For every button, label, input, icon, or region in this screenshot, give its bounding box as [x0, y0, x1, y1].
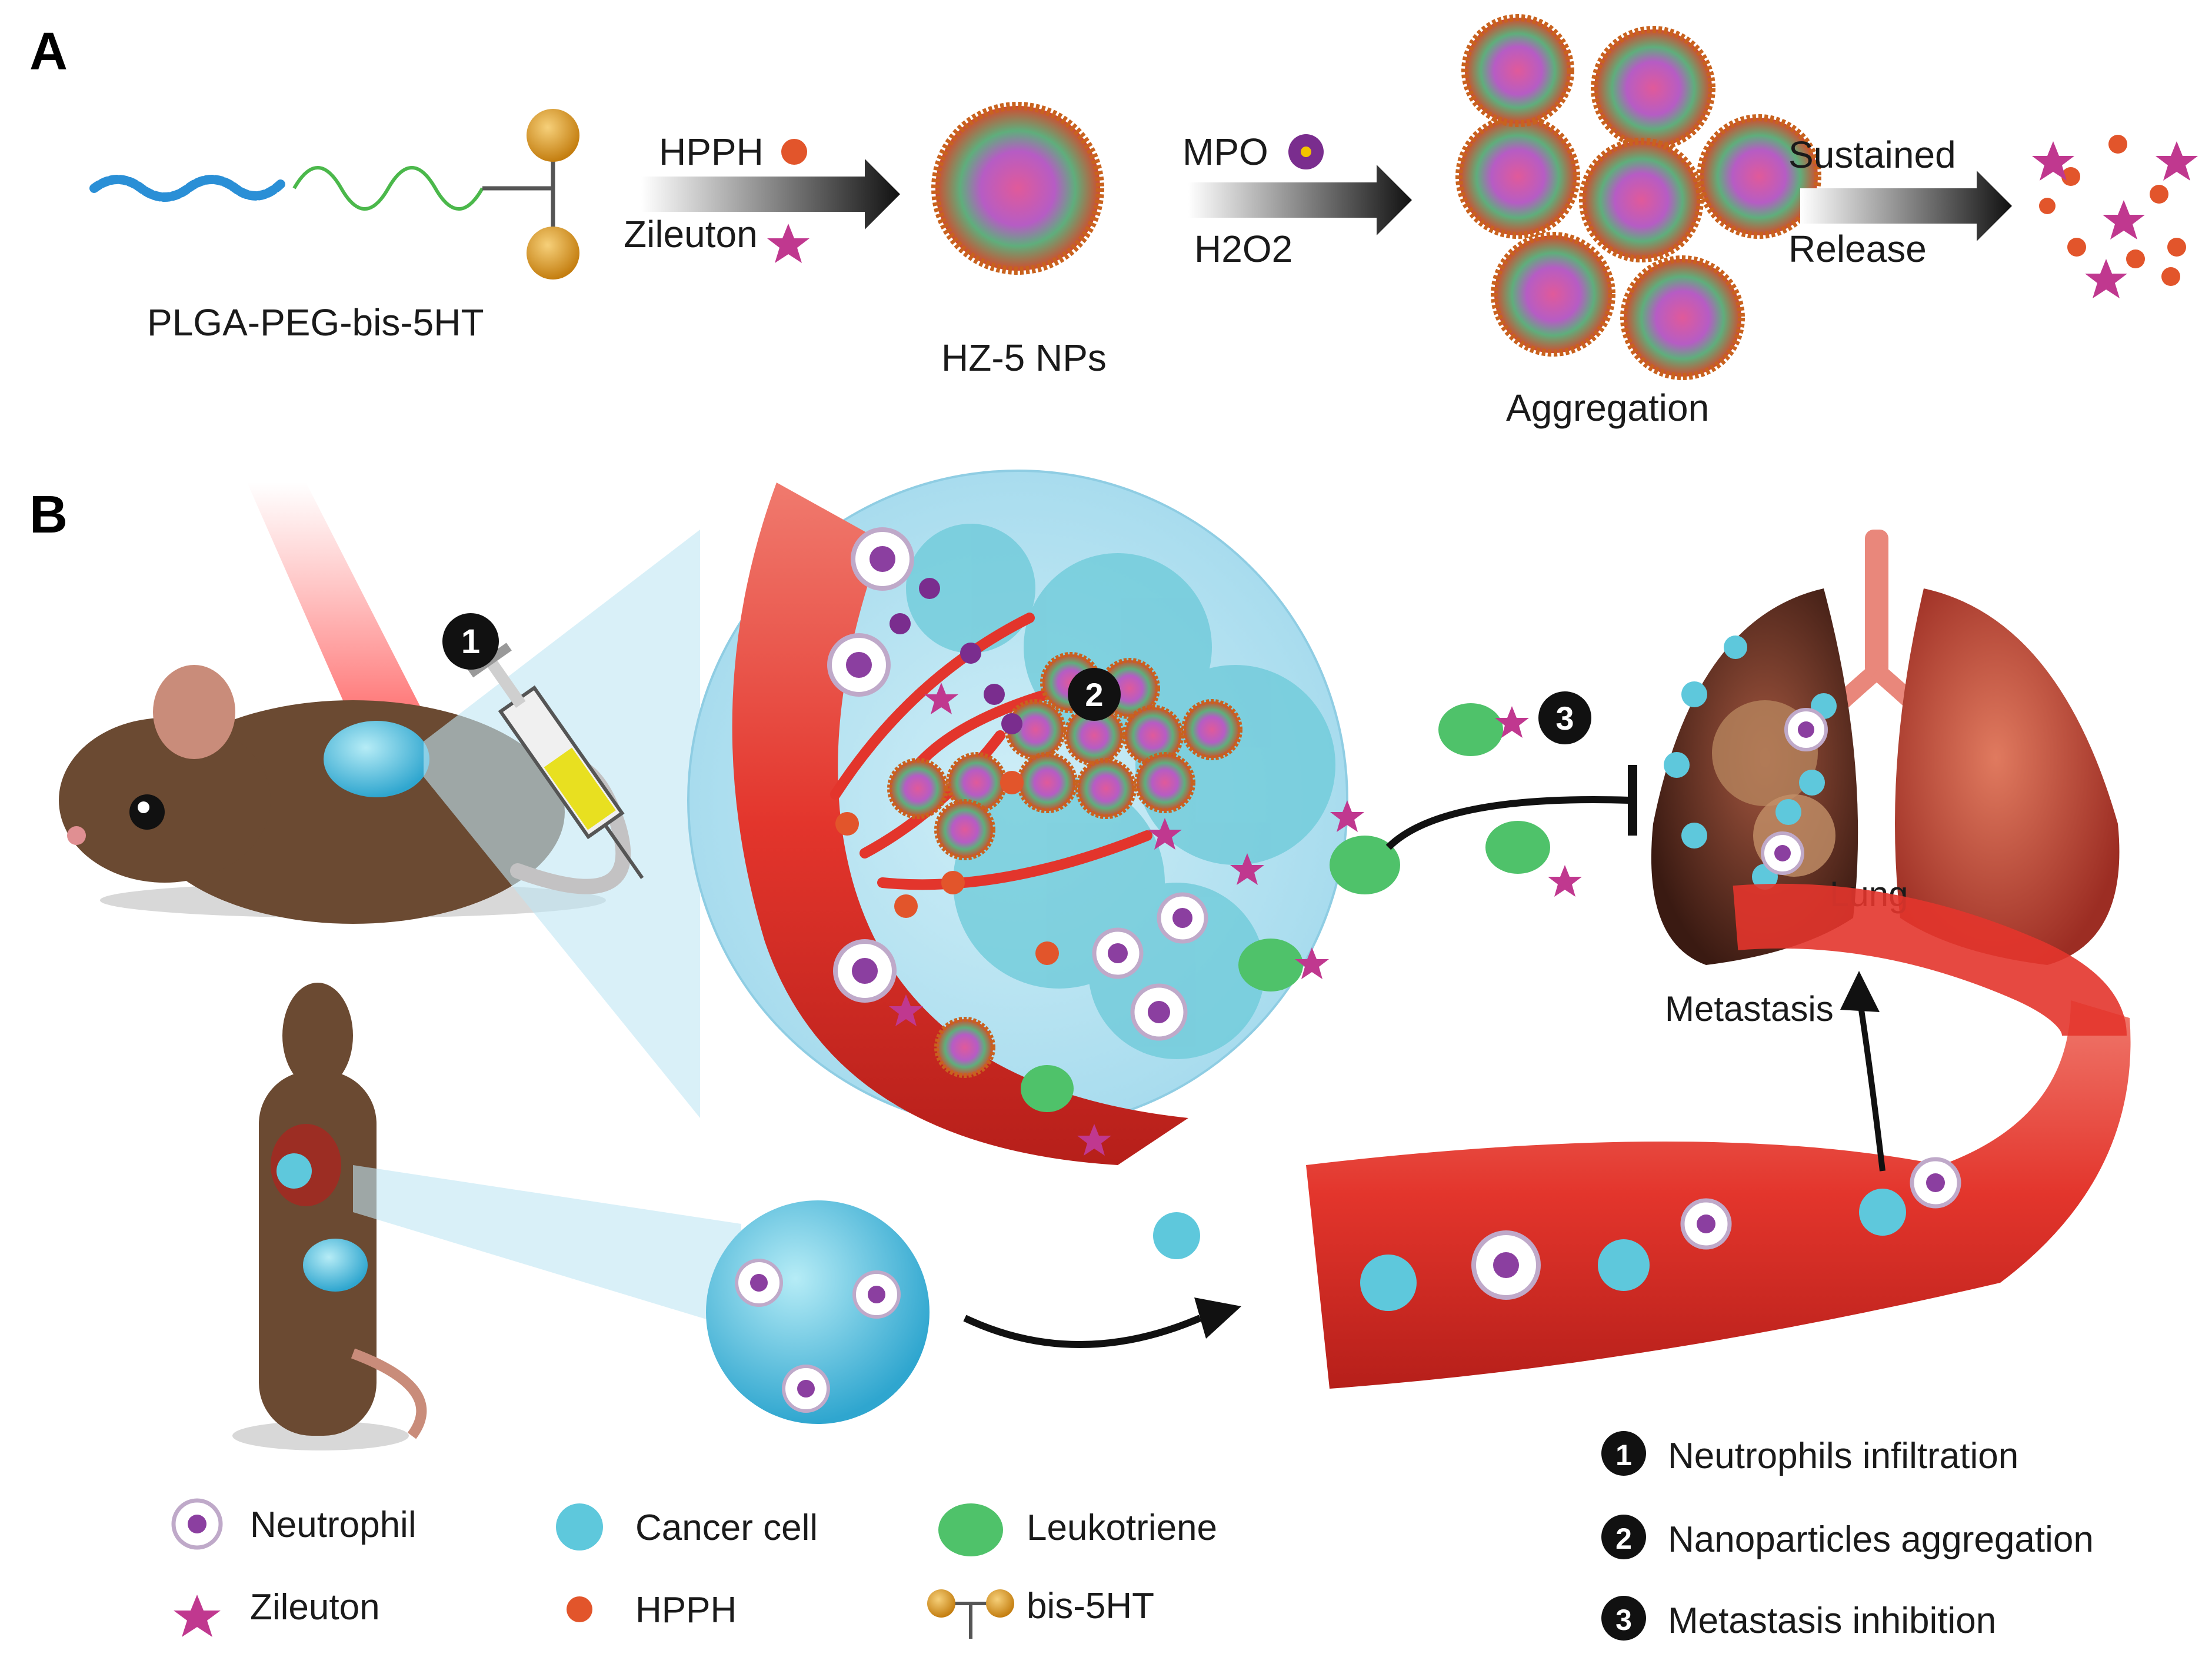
- mpo-core-icon: [1301, 147, 1311, 157]
- tumor-cluster-background: [906, 524, 1335, 1059]
- release-label-line2: Release: [1788, 228, 1927, 270]
- process-arrow-2: [1188, 165, 1412, 235]
- leukotriene-zoom: [1021, 703, 1550, 1112]
- step-marker-1: 1: [442, 613, 499, 670]
- spread-arrowhead-icon: [1194, 1297, 1241, 1339]
- h2o2-label: H2O2: [1194, 228, 1292, 270]
- step-marker-1-text: 1: [461, 623, 480, 661]
- steps-legend-text-1: Neutrophils infiltration: [1668, 1436, 2018, 1476]
- zileuton-star-icon: [767, 224, 809, 263]
- legend-zileuton-icon: [174, 1595, 221, 1637]
- primary-tumor-icon: [706, 1200, 930, 1424]
- hpph-dot-icon: [781, 139, 807, 165]
- nps-label: HZ-5 NPs: [941, 337, 1107, 379]
- process-arrow-3: [1800, 171, 2012, 241]
- metastasis-label: Metastasis: [1665, 989, 1834, 1029]
- legend-neutrophil-label: Neutrophil: [250, 1505, 417, 1545]
- plga-peg-polymer-icon: [89, 109, 579, 280]
- legend-leukotriene-icon: [938, 1503, 1003, 1556]
- zileuton-stars-bound: [1295, 706, 1582, 979]
- mpo-label: MPO: [1182, 131, 1268, 173]
- spread-arrow: [963, 1315, 1202, 1348]
- steps-legend-item-3: 3 Metastasis inhibition: [1601, 1596, 1996, 1641]
- zileuton-label: Zileuton: [624, 213, 758, 255]
- legend-cancer-cell-label: Cancer cell: [635, 1508, 818, 1548]
- mpo-dots-zoom: [890, 578, 1022, 734]
- step-marker-2: 2: [1068, 668, 1121, 721]
- legend-bis5ht-icon: [927, 1589, 1014, 1639]
- hz5-nanoparticle-icon: [931, 102, 1104, 275]
- lungs-icon: [1651, 530, 2120, 965]
- bis-5ht-bulb-icon: [527, 227, 579, 280]
- inhibition-arrow: [1385, 796, 1630, 850]
- metastasis-arrow: [1856, 994, 1885, 1172]
- escaping-cancer-cell: [1153, 1212, 1200, 1259]
- process-arrow-1: [641, 159, 900, 229]
- legend-hpph-icon: [567, 1596, 592, 1622]
- bis-5ht-bulb-icon: [527, 109, 579, 162]
- zoom-cone-2: [353, 1165, 741, 1330]
- mouse-top-icon: [232, 983, 427, 1450]
- syringe-icon: [468, 643, 644, 879]
- release-label-line1: Sustained: [1788, 134, 1956, 176]
- steps-legend-num-1: 1: [1615, 1439, 1632, 1472]
- legend-zileuton-label: Zileuton: [250, 1587, 380, 1628]
- released-drugs-icon: [2032, 135, 2198, 298]
- legend-bis5ht-label: bis-5HT: [1027, 1586, 1154, 1626]
- steps-legend-num-3: 3: [1615, 1603, 1632, 1636]
- step-marker-3-text: 3: [1555, 700, 1574, 737]
- hpph-label: HPPH: [659, 131, 764, 173]
- zileuton-stars-zoom: [889, 683, 1264, 1156]
- steps-legend: 1 Neutrophils infiltration 2 Nanoparticl…: [1601, 1431, 2094, 1641]
- panel-label-a: A: [29, 22, 68, 81]
- aggregation-label: Aggregation: [1506, 387, 1709, 429]
- polymer-label: PLGA-PEG-bis-5HT: [147, 301, 484, 344]
- hpph-dots-zoom: [835, 771, 1059, 965]
- steps-legend-item-1: 1 Neutrophils infiltration: [1601, 1431, 2018, 1476]
- aggregation-cluster-icon: [1455, 14, 1821, 380]
- vessel-to-lung: [1733, 883, 2127, 1038]
- circulation-vessel: [1306, 1000, 2131, 1389]
- steps-legend-text-3: Metastasis inhibition: [1668, 1601, 1996, 1641]
- circulating-cells: [1360, 1157, 1961, 1311]
- zoom-cone-1: [424, 530, 700, 1118]
- steps-legend-num-2: 2: [1615, 1522, 1632, 1555]
- legend: Neutrophil Zileuton Cancer cell HPPH Leu…: [171, 1498, 1217, 1639]
- step-marker-3: 3: [1538, 691, 1591, 744]
- neutrophils-zoom: [827, 527, 1208, 1041]
- legend-hpph-label: HPPH: [635, 1590, 737, 1631]
- steps-legend-text-2: Nanoparticles aggregation: [1668, 1519, 2094, 1560]
- step-marker-2-text: 2: [1085, 676, 1103, 713]
- steps-legend-item-2: 2 Nanoparticles aggregation: [1601, 1515, 2094, 1560]
- legend-leukotriene-label: Leukotriene: [1027, 1508, 1217, 1548]
- metastasis-arrowhead-icon: [1840, 971, 1880, 1012]
- panel-label-b: B: [29, 485, 68, 544]
- legend-cancer-cell-icon: [556, 1503, 603, 1550]
